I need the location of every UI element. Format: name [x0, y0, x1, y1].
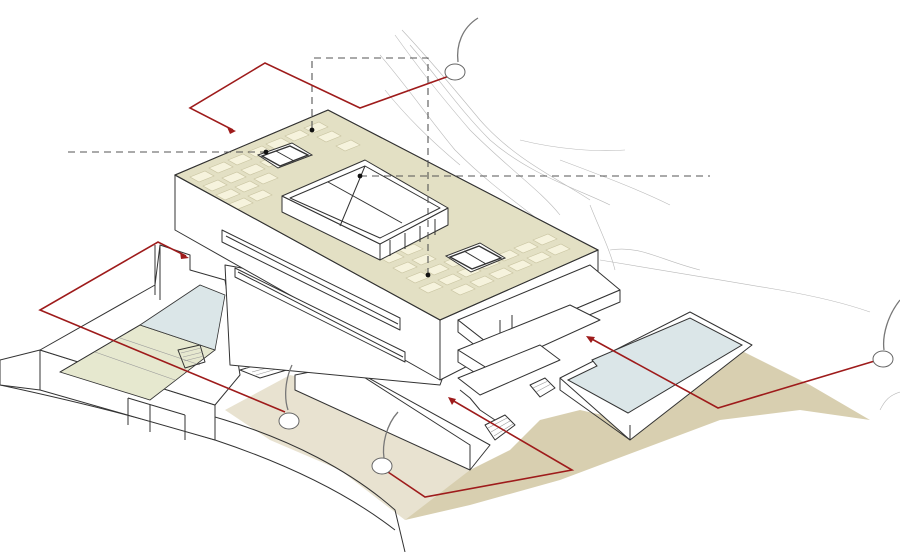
view-path-roof	[188, 62, 453, 131]
viewpoint-marker-icon	[872, 350, 894, 368]
skylight-right	[444, 242, 507, 273]
window-band-lower	[234, 267, 406, 363]
view-path-pool	[589, 337, 879, 409]
skylight-left	[256, 142, 314, 169]
guide-lines	[68, 57, 710, 278]
lower-level	[39, 244, 321, 406]
balconies	[457, 264, 621, 441]
terrace-ground	[225, 375, 470, 520]
ground-plane	[405, 350, 870, 520]
view-paths	[38, 62, 879, 498]
roof-pavilion	[281, 159, 449, 261]
arrowhead-icon	[227, 127, 236, 134]
pool	[559, 311, 753, 441]
view-path-left	[38, 241, 286, 413]
viewpoint-marker-icon	[371, 457, 393, 475]
viewpoint-marker-icon	[444, 63, 466, 81]
arrowhead-icon	[586, 336, 595, 343]
view-path-front	[384, 399, 575, 498]
arrowhead-icon	[448, 397, 456, 405]
viewpoint-marker-icon	[278, 412, 300, 430]
arrowhead-icon	[180, 252, 189, 259]
viewpoint-markers	[278, 17, 900, 475]
roof-tiles	[189, 121, 571, 296]
house	[173, 109, 753, 441]
site-terrain	[0, 29, 900, 552]
